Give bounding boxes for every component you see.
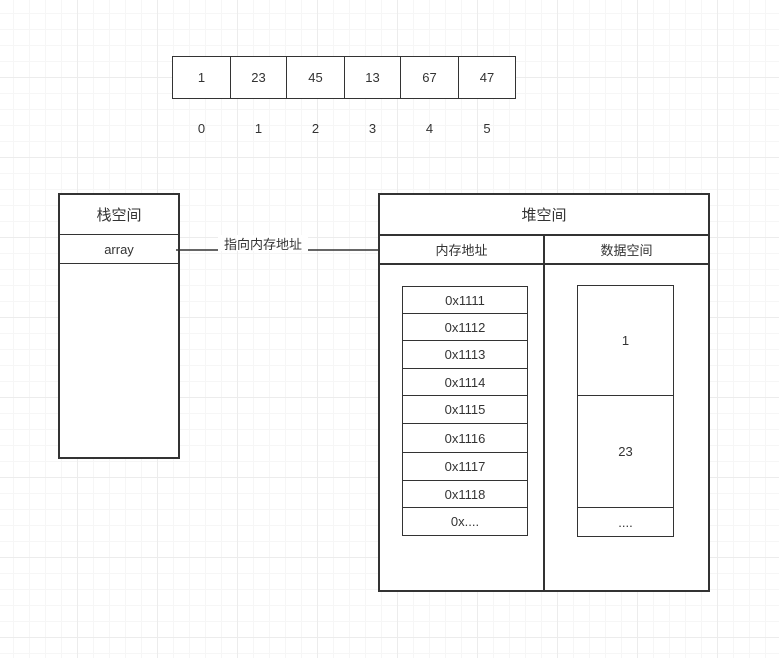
arrow-label: 指向内存地址: [218, 235, 308, 252]
array-index-4: 4: [425, 120, 434, 136]
address-cell: 0x1112: [402, 313, 528, 341]
data-cell: 1: [577, 285, 674, 396]
data-cell: ....: [577, 507, 674, 537]
address-cell: 0x1117: [402, 452, 528, 481]
array-cell-4: 67: [400, 56, 459, 99]
array-cell-3: 13: [344, 56, 401, 99]
address-cell: 0x1114: [402, 368, 528, 396]
address-cell: 0x1116: [402, 423, 528, 453]
heap-title: 堆空间: [521, 207, 567, 224]
array-cell-0: 1: [172, 56, 231, 99]
array-index-2: 2: [311, 120, 320, 136]
array-cell-5: 47: [458, 56, 516, 99]
data-cell: 23: [577, 395, 674, 508]
heap-divider: [380, 263, 708, 265]
array-index-5: 5: [483, 120, 491, 136]
array-value: 67: [422, 70, 437, 85]
address-cell: 0x1118: [402, 480, 528, 508]
heap-data-header: 数据空间: [600, 243, 653, 258]
heap-address-header: 内存地址: [435, 243, 488, 258]
array-index-3: 3: [368, 120, 377, 136]
array-cell-1: 23: [230, 56, 287, 99]
address-cell: 0x1111: [402, 286, 528, 314]
stack-divider: [60, 234, 178, 235]
stack-variable: array: [104, 241, 134, 257]
array-value: 45: [308, 70, 323, 85]
array-index-0: 0: [197, 120, 206, 136]
stack-divider: [60, 263, 178, 264]
array-cell-2: 45: [286, 56, 345, 99]
array-value: 23: [251, 70, 266, 85]
stack-space: [58, 193, 180, 459]
address-cell: 0x....: [402, 507, 528, 536]
heap-column-divider: [543, 234, 545, 590]
address-cell: 0x1115: [402, 395, 528, 424]
array-value: 47: [479, 70, 495, 85]
address-cell: 0x1113: [402, 340, 528, 369]
array-value: 1: [197, 70, 206, 85]
array-index-1: 1: [254, 120, 263, 136]
stack-title: 栈空间: [96, 207, 142, 224]
array-value: 13: [365, 70, 380, 85]
